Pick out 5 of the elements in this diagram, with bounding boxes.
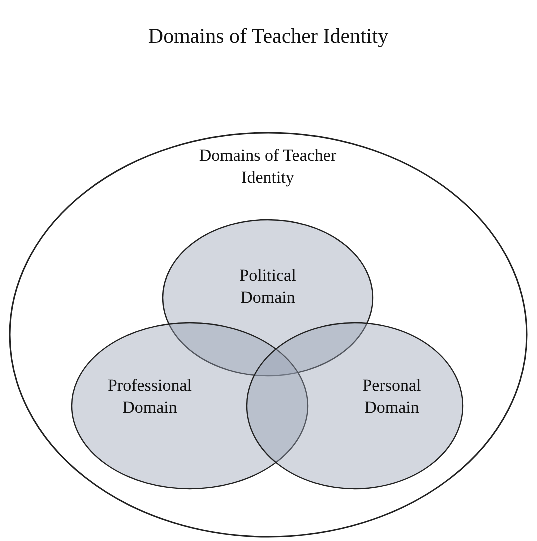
diagram-label: Domains of Teacher Identity <box>198 145 338 189</box>
domain-label: Professional Domain <box>106 375 194 419</box>
diagram-title: Domains of Teacher Identity <box>147 24 390 49</box>
domain-label: Political Domain <box>238 265 298 309</box>
domain-label: Personal Domain <box>362 375 422 419</box>
